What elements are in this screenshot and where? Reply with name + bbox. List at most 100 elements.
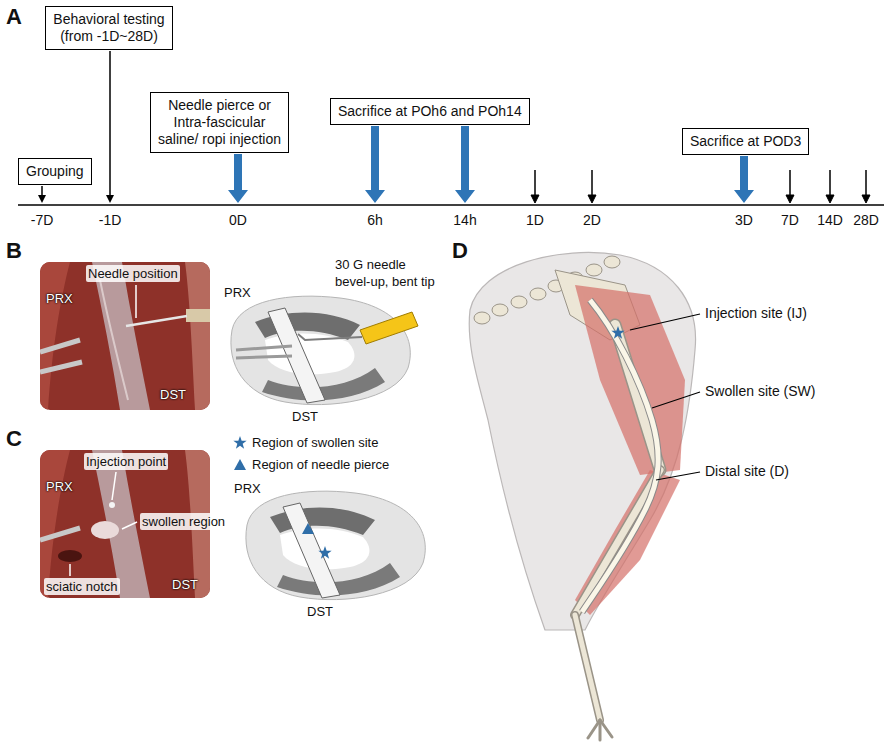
timepoint-arrow	[534, 170, 536, 196]
leader-line	[630, 314, 700, 330]
panel-letter: B	[6, 236, 22, 265]
tick-label: 6h	[367, 211, 383, 229]
nerve-illustration	[318, 546, 331, 559]
timepoint-arrow	[862, 195, 870, 203]
timeline-box: Sacrifice at POh6 and POh14	[330, 98, 530, 125]
arrow-head	[38, 195, 46, 203]
surgical-photo	[40, 262, 210, 410]
photo-label: PRX	[46, 290, 73, 307]
leader-line	[630, 314, 700, 480]
surgical-photo	[40, 262, 70, 410]
hindlimb-illustration	[530, 288, 546, 300]
nerve-illustration	[302, 523, 314, 534]
hindlimb-illustration	[575, 615, 600, 720]
timepoint-arrow	[591, 170, 593, 196]
box-text: Behavioral testing (from -1D~28D)	[53, 11, 165, 45]
nerve-illustration	[231, 296, 410, 404]
surgical-photo	[109, 502, 115, 508]
panel-letter: A	[6, 2, 22, 31]
needle-label: 30 G needle bevel-up, bent tip	[335, 256, 435, 290]
surgical-photo	[40, 362, 82, 372]
surgical-photo	[40, 450, 70, 598]
nerve-illustration	[236, 356, 292, 358]
timepoint-arrow	[109, 51, 111, 196]
surgical-photo	[185, 262, 210, 410]
tick-label: 0D	[229, 211, 247, 229]
arrow-head	[106, 195, 114, 203]
hindlimb-illustration	[469, 252, 695, 630]
surgical-photo	[186, 309, 210, 322]
box-text: Sacrifice at POD3	[690, 133, 801, 150]
tick-label: 7D	[781, 211, 799, 229]
surgical-photo	[91, 521, 119, 539]
surgical-photo	[92, 262, 150, 410]
figure-label: DST	[307, 603, 333, 620]
hindlimb-illustration	[492, 304, 508, 316]
nerve-illustration	[298, 334, 362, 340]
timepoint-arrow	[789, 170, 791, 196]
hindlimb-illustration	[604, 256, 620, 268]
surgical-photo	[58, 550, 82, 562]
leader-line	[70, 472, 137, 576]
photo-label: Injection point	[84, 453, 168, 470]
timeline-box: Behavioral testing (from -1D~28D)	[45, 6, 173, 50]
hindlimb-illustration	[582, 300, 658, 612]
hindlimb-illustration	[588, 720, 600, 738]
hindlimb-illustration	[600, 720, 612, 737]
timepoint-arrow	[588, 195, 596, 203]
hindlimb-illustration	[611, 326, 624, 339]
box-text: Sacrifice at POh6 and POh14	[338, 103, 522, 120]
site-label: Swollen site (SW)	[705, 382, 815, 400]
tick-label: 2D	[583, 211, 601, 229]
sampling-arrow	[455, 126, 475, 203]
figure-label: PRX	[224, 284, 251, 301]
hindlimb-illustration	[575, 470, 660, 615]
box-text: Grouping	[26, 163, 84, 180]
hindlimb-illustration	[474, 312, 490, 324]
hindlimb-illustration	[588, 720, 612, 740]
photo-label: swollen region	[140, 513, 227, 530]
timeline-box: Needle pierce or Intra-fascicular saline…	[150, 92, 289, 153]
nerve-illustration	[246, 491, 425, 599]
leader-line	[112, 472, 116, 500]
figure-label: PRX	[234, 480, 261, 497]
panel-letter: C	[6, 424, 22, 453]
star-symbol	[233, 436, 246, 449]
site-label: Injection site (IJ)	[705, 304, 807, 322]
nerve-illustration	[283, 503, 340, 598]
legend-text: Region of needle pierce	[252, 457, 389, 472]
timeline-axis	[18, 204, 884, 206]
photo-label: DST	[172, 576, 198, 593]
hindlimb-illustration	[586, 264, 602, 276]
photo-label: DST	[160, 386, 186, 403]
timeline-box: Sacrifice at POD3	[682, 128, 809, 155]
sampling-arrow	[365, 126, 385, 203]
nerve-illustration	[231, 296, 418, 404]
sampling-arrow	[228, 154, 248, 203]
legend-entry: Region of swollen site	[252, 434, 378, 451]
tick-label: 14h	[453, 211, 476, 229]
leader-line	[656, 472, 700, 480]
legend-entry: Region of needle pierce	[252, 456, 389, 473]
surgical-photo	[100, 280, 128, 400]
leader-line	[69, 564, 71, 576]
photo-label: Needle position	[86, 265, 180, 282]
timepoint-arrow	[829, 170, 831, 196]
photo-label: sciatic notch	[44, 578, 120, 595]
surgical-photo	[40, 340, 80, 352]
surgical-photo	[40, 528, 80, 540]
legend-text: Region of swollen site	[252, 435, 378, 450]
timepoint-arrow	[826, 195, 834, 203]
box-text: Needle pierce or Intra-fascicular saline…	[158, 97, 281, 148]
hindlimb-illustration	[469, 252, 695, 740]
hindlimb-illustration	[511, 296, 527, 308]
leader-line	[135, 285, 137, 318]
timepoint-arrow	[41, 186, 43, 196]
leader-line	[122, 522, 137, 529]
tick-label: 14D	[817, 211, 843, 229]
hindlimb-illustration	[582, 300, 658, 612]
nerve-illustration	[246, 491, 425, 599]
nerve-illustration	[360, 312, 418, 344]
timeline-box: Grouping	[18, 158, 92, 185]
leader-line	[652, 392, 700, 408]
